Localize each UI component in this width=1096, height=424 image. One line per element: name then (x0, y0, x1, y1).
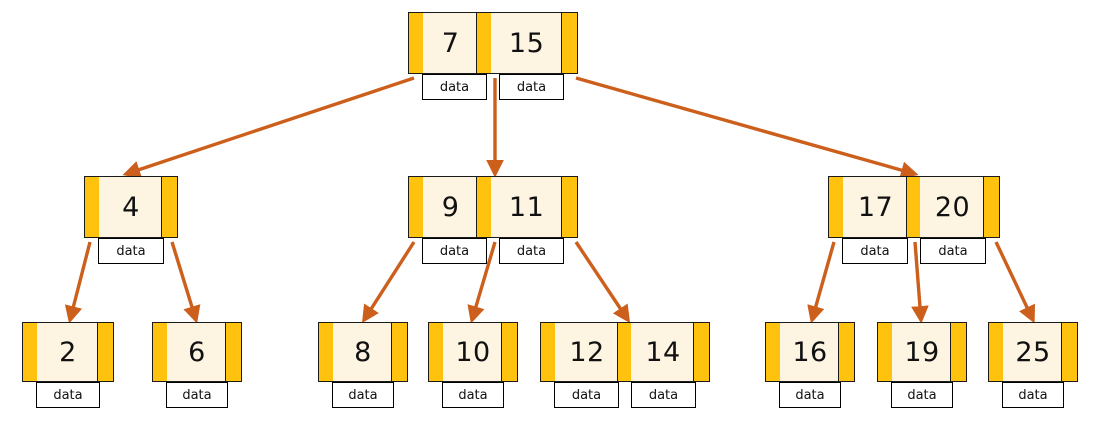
child-pointer-1[interactable] (501, 323, 517, 381)
data-record-box[interactable]: data (98, 238, 164, 264)
key-cell[interactable]: 10 (443, 323, 503, 381)
data-record-row: data data (828, 238, 1000, 264)
data-record-row: data (84, 238, 178, 264)
tree-edge-n911-to-12-14 (574, 241, 631, 324)
data-record-box[interactable]: data (779, 382, 841, 408)
key-cell[interactable]: 4 (99, 177, 163, 237)
key-cell[interactable]: 25 (1003, 323, 1063, 381)
child-pointer-2[interactable] (561, 177, 578, 237)
child-pointer-1[interactable] (161, 177, 177, 237)
child-pointer-2[interactable] (983, 177, 999, 237)
data-record-row: data (428, 382, 518, 408)
data-record-box[interactable]: data (332, 382, 394, 408)
data-record-box[interactable]: data (499, 238, 564, 264)
child-pointer-1[interactable] (838, 323, 854, 381)
key-cell[interactable]: 8 (333, 323, 393, 381)
data-record-box[interactable]: data (36, 382, 100, 408)
data-record-box[interactable]: data (166, 382, 228, 408)
data-record-box[interactable]: data (442, 382, 504, 408)
child-pointer-1[interactable] (1061, 323, 1077, 381)
node-cells: 6 (152, 322, 242, 382)
node-cells: 4 (84, 176, 178, 238)
child-pointer-1[interactable] (97, 323, 113, 381)
node-cells: 25 (988, 322, 1078, 382)
data-record-row: data (152, 382, 242, 408)
key-cell[interactable]: 17 (843, 177, 908, 237)
child-pointer-1[interactable] (225, 323, 241, 381)
key-cell[interactable]: 2 (37, 323, 99, 381)
node-cells: 2 (22, 322, 114, 382)
data-record-box[interactable]: data (631, 382, 696, 408)
data-record-row: data (318, 382, 408, 408)
data-record-row: data (765, 382, 855, 408)
tree-edge-n911-to-8 (361, 241, 416, 324)
key-cell[interactable]: 14 (631, 323, 695, 381)
data-record-row: data (877, 382, 967, 408)
data-record-box[interactable]: data (920, 238, 986, 264)
node-cells: 19 (877, 322, 967, 382)
child-pointer-1[interactable] (950, 323, 966, 381)
tree-edge-root-to-4 (122, 76, 415, 178)
key-cell[interactable]: 7 (423, 13, 478, 73)
key-cell[interactable]: 20 (920, 177, 985, 237)
data-record-box[interactable]: data (422, 238, 487, 264)
key-cell[interactable]: 6 (167, 323, 227, 381)
data-record-row: data data (540, 382, 710, 408)
node-cells: 8 (318, 322, 408, 382)
tree-edge-root-to-17-20 (575, 76, 919, 179)
key-cell[interactable]: 9 (423, 177, 478, 237)
data-record-row: data data (408, 74, 578, 100)
data-record-row: data (22, 382, 114, 408)
key-cell[interactable]: 11 (490, 177, 563, 237)
data-record-box[interactable]: data (499, 74, 564, 100)
data-record-box[interactable]: data (554, 382, 619, 408)
child-pointer-2[interactable] (561, 13, 578, 73)
key-cell[interactable]: 16 (780, 323, 840, 381)
data-record-box[interactable]: data (422, 74, 487, 100)
data-record-row: data data (408, 238, 578, 264)
child-pointer-2[interactable] (693, 323, 709, 381)
data-record-box[interactable]: data (891, 382, 953, 408)
child-pointer-1[interactable] (391, 323, 407, 381)
node-cells: 10 (428, 322, 518, 382)
data-record-row: data (988, 382, 1078, 408)
key-cell[interactable]: 12 (555, 323, 619, 381)
tree-edge-n1720-to-25 (994, 241, 1036, 324)
key-cell[interactable]: 15 (490, 13, 563, 73)
data-record-box[interactable]: data (842, 238, 908, 264)
node-cells: 16 (765, 322, 855, 382)
data-record-box[interactable]: data (1002, 382, 1064, 408)
key-cell[interactable]: 19 (892, 323, 952, 381)
